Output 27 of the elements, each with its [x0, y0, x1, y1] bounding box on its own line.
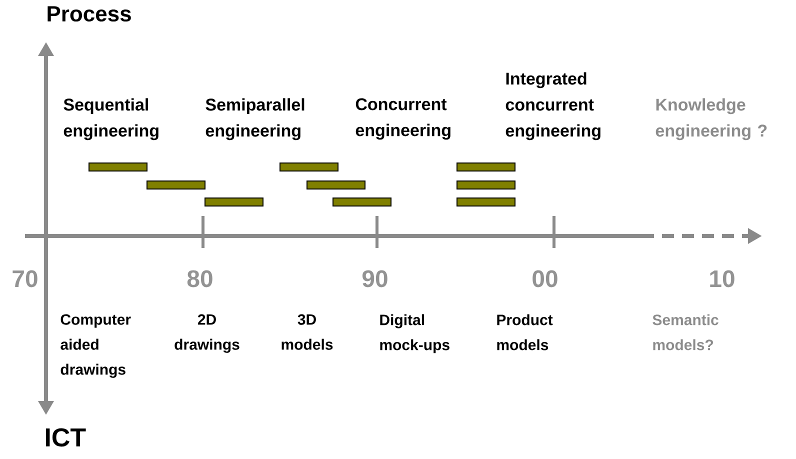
technology-label: Semantic models? — [652, 314, 718, 350]
timeline-bar — [88, 162, 148, 172]
axis-label: Process — [48, 6, 131, 22]
year-label: 90 — [362, 270, 388, 288]
timeline-bar — [204, 198, 264, 206]
timeline-bar — [456, 162, 516, 172]
phase-label: Sequential engineering — [64, 98, 158, 140]
timeline-bar — [146, 180, 206, 190]
timeline-bar — [280, 162, 338, 172]
year-label: 80 — [187, 270, 212, 288]
timeline-bar — [456, 198, 516, 206]
technology-label: 3D models — [282, 314, 333, 350]
timeline-bar — [306, 180, 366, 190]
year-label: 00 — [532, 270, 558, 288]
technology-label: Computer aided drawings — [60, 314, 131, 378]
phase-label: Integrated concurrent engineering — [506, 72, 600, 140]
year-label: 70 — [12, 270, 38, 288]
timeline-bar — [332, 198, 392, 206]
technology-label: 2D drawings — [174, 314, 240, 353]
technology-label: Digital mock-ups — [380, 314, 450, 354]
phase-label: Semiparallel engineering — [206, 98, 304, 140]
timeline-bar — [456, 180, 516, 190]
technology-label: Product models — [497, 314, 553, 350]
axis-label: ICT — [46, 428, 86, 447]
phase-label: Knowledge engineering ? — [656, 98, 767, 140]
phase-label: Concurrent engineering — [356, 98, 450, 140]
year-label: 10 — [710, 270, 734, 288]
